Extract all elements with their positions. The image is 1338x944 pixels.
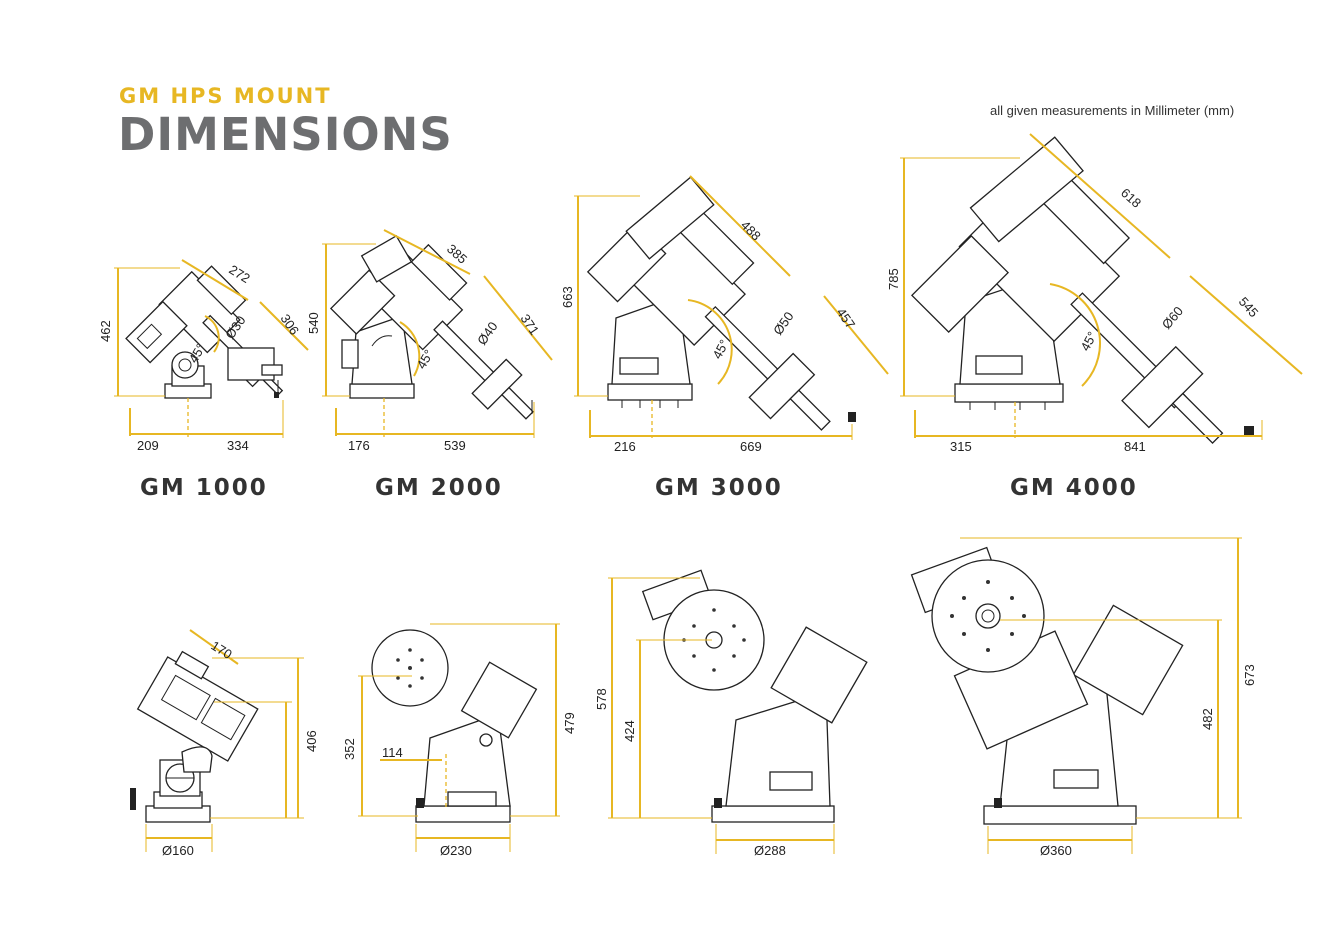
gm3000-front-view: 578 424 Ø288 (594, 569, 868, 858)
gm1000-top-length-label: 272 (226, 262, 252, 286)
units-note: all given measurements in Millimeter (mm… (990, 103, 1235, 118)
gm4000-diagonal-label: 545 (1236, 294, 1262, 320)
gm2000-base-left-label: 176 (348, 438, 370, 453)
gm1000-diagonal-label: 306 (278, 311, 303, 337)
front2-base-diameter-label: Ø230 (440, 843, 472, 858)
gm2000-mount-drawing (329, 234, 534, 420)
front3-inner-height-label: 424 (622, 720, 637, 742)
gm4000-height-label: 785 (886, 268, 901, 290)
gm3000-top-length-label: 488 (738, 218, 764, 244)
gm4000-mount-drawing (910, 136, 1254, 444)
front2-inner-height-label: 352 (342, 738, 357, 760)
gm3000-mount-drawing (586, 176, 856, 431)
model-label-gm4000: GM 4000 (1010, 475, 1138, 501)
front3-base-diameter-label: Ø288 (754, 843, 786, 858)
gm3000-height-label: 663 (560, 286, 575, 308)
gm2000-diagonal-label: 371 (518, 311, 543, 337)
model-label-gm1000: GM 1000 (140, 475, 268, 501)
gm1000-front-drawing (130, 650, 259, 823)
gm2000-side-view: 540 385 371 Ø40 45° 176 539 (306, 229, 553, 453)
gm4000-base-left-label: 315 (950, 439, 972, 454)
gm3000-base-right-label: 669 (740, 439, 762, 454)
page-subtitle: GM HPS MOUNT (119, 84, 332, 108)
gm1000-mount-drawing (125, 265, 284, 399)
front2-offset-label: 114 (382, 745, 403, 760)
front2-height-label: 479 (562, 712, 577, 734)
gm2000-base-right-label: 539 (444, 438, 466, 453)
front1-base-diameter-label: Ø160 (162, 843, 194, 858)
gm4000-side-view: 785 618 545 Ø60 45° 315 841 (886, 133, 1303, 454)
gm3000-axis-diameter-label: Ø50 (770, 309, 796, 338)
front4-base-diameter-label: Ø360 (1040, 843, 1072, 858)
gm2000-front-drawing (371, 629, 538, 823)
gm1000-base-left-label: 209 (137, 438, 159, 453)
gm1000-base-right-label: 334 (227, 438, 249, 453)
model-label-gm2000: GM 2000 (375, 475, 503, 501)
model-label-gm3000: GM 3000 (655, 475, 783, 501)
gm4000-base-right-label: 841 (1124, 439, 1146, 454)
gm1000-side-view: 462 272 306 Ø30 45° 209 334 (98, 259, 309, 453)
front1-height-label: 406 (304, 730, 319, 752)
gm4000-angle-label: 45° (1077, 329, 1099, 353)
gm4000-top-length-label: 618 (1118, 185, 1144, 211)
gm3000-front-drawing (641, 569, 868, 823)
front4-height-label: 673 (1242, 664, 1257, 686)
gm2000-height-label: 540 (306, 312, 321, 334)
gm1000-front-view: 170 406 Ø160 (130, 629, 319, 858)
gm2000-axis-diameter-label: Ø40 (474, 319, 500, 348)
gm2000-front-view: 352 114 479 Ø230 (342, 623, 577, 858)
gm4000-axis-diameter-label: Ø60 (1159, 303, 1186, 331)
gm3000-base-left-label: 216 (614, 439, 636, 454)
gm4000-front-drawing (910, 546, 1184, 825)
gm3000-side-view: 663 488 457 Ø50 45° 216 669 (560, 175, 889, 454)
front3-outer-height-label: 578 (594, 688, 609, 710)
gm1000-height-label: 462 (98, 320, 113, 342)
gm3000-diagonal-label: 457 (834, 305, 859, 331)
page-title: DIMENSIONS (118, 108, 453, 161)
front4-inner-height-label: 482 (1200, 708, 1215, 730)
gm4000-front-view: 482 673 Ø360 (910, 537, 1257, 858)
